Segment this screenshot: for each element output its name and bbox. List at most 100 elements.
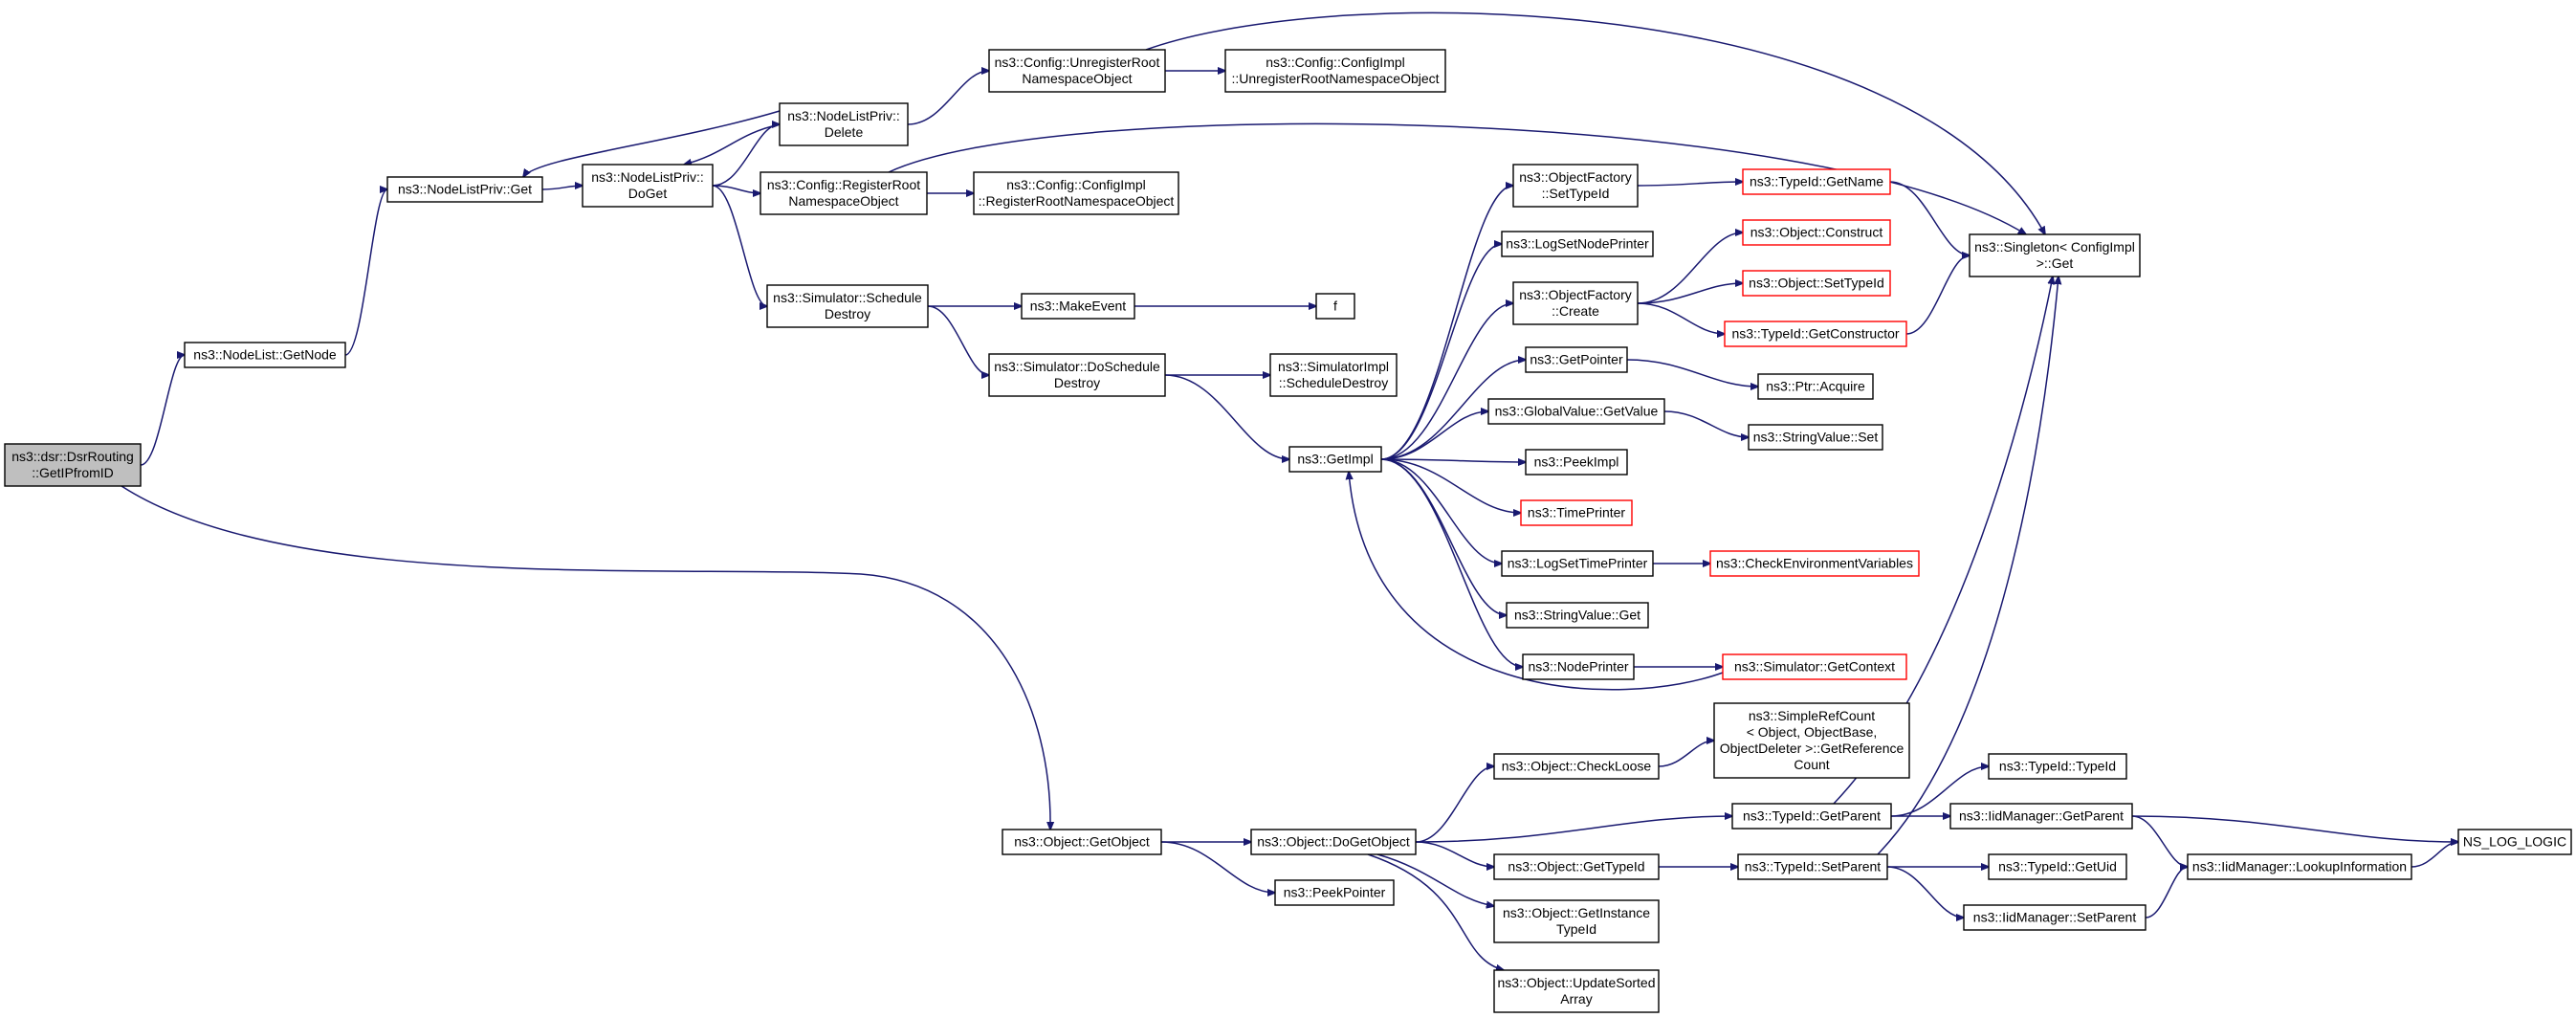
node-getimpl[interactable]: ns3::GetImpl xyxy=(1288,446,1382,473)
edge-tid_setparent-to-iid_setparent xyxy=(1886,866,1964,918)
node-cfgimpl_unreg[interactable]: ns3::Config::ConfigImpl::UnregisterRootN… xyxy=(1224,49,1446,93)
edge-of_settypeid-to-tid_getname xyxy=(1637,182,1743,187)
node-box xyxy=(1487,398,1665,425)
node-f[interactable]: f xyxy=(1315,293,1355,320)
node-sim_sched[interactable]: ns3::Simulator::ScheduleDestroy xyxy=(766,284,929,328)
node-box xyxy=(1250,829,1417,855)
edge-getimpl-to-peekimpl xyxy=(1380,459,1526,462)
node-label: ns3::NodeListPriv:: xyxy=(787,108,900,123)
node-of_create[interactable]: ns3::ObjectFactory::Create xyxy=(1512,281,1639,325)
node-iid_lookup[interactable]: ns3::IidManager::LookupInformation xyxy=(2187,853,2412,880)
nodes-layer: ns3::dsr::DsrRouting::GetIPfromIDns3::No… xyxy=(4,49,2572,1013)
node-cfg_reg[interactable]: ns3::Config::RegisterRootNamespaceObject xyxy=(760,171,928,215)
node-logsettime[interactable]: ns3::LogSetTimePrinter xyxy=(1501,550,1654,577)
node-box xyxy=(1274,879,1395,906)
node-tid_getname[interactable]: ns3::TypeId::GetName xyxy=(1742,168,1891,195)
node-tid_getparent[interactable]: ns3::TypeId::GetParent xyxy=(1731,803,1892,830)
node-label: ns3::Simulator::DoSchedule xyxy=(994,359,1160,374)
node-obj_checkloose[interactable]: ns3::Object::CheckLoose xyxy=(1493,753,1660,780)
node-cfg_unreg[interactable]: ns3::Config::UnregisterRootNamespaceObje… xyxy=(988,49,1166,93)
node-sv_get[interactable]: ns3::StringValue::Get xyxy=(1506,602,1649,629)
node-label: ns3::ObjectFactory xyxy=(1519,169,1632,185)
node-sv_set[interactable]: ns3::StringValue::Set xyxy=(1748,424,1883,451)
edge-cfg_unreg-to-singleton xyxy=(1145,11,2045,234)
edge-nlp_delete-to-nlp_doget xyxy=(684,123,781,165)
node-tid_setparent[interactable]: ns3::TypeId::SetParent xyxy=(1737,853,1888,880)
node-logsetnode[interactable]: ns3::LogSetNodePrinter xyxy=(1501,231,1654,257)
node-label: ns3::NodeList::GetNode xyxy=(193,347,337,363)
node-getpointer[interactable]: ns3::GetPointer xyxy=(1525,346,1628,373)
node-sim_getctx[interactable]: ns3::Simulator::GetContext xyxy=(1722,653,1907,680)
node-nlp_get[interactable]: ns3::NodeListPriv::Get xyxy=(386,176,543,203)
node-simimpl_sched[interactable]: ns3::SimulatorImpl::ScheduleDestroy xyxy=(1269,353,1398,397)
node-nlp_delete[interactable]: ns3::NodeListPriv::Delete xyxy=(779,102,909,146)
node-label: ns3::GetPointer xyxy=(1530,352,1623,367)
node-simplerefcount[interactable]: ns3::SimpleRefCount< Object, ObjectBase,… xyxy=(1713,702,1910,779)
node-ptr_acquire[interactable]: ns3::Ptr::Acquire xyxy=(1757,373,1874,400)
node-label: ns3::Object::Construct xyxy=(1750,225,1883,240)
node-label: ObjectDeleter >::GetReference xyxy=(1720,741,1904,756)
node-tid_getuid[interactable]: ns3::TypeId::GetUid xyxy=(1988,853,2127,880)
node-iid_getparent[interactable]: ns3::IidManager::GetParent xyxy=(1949,803,2133,830)
node-tid_typeid[interactable]: ns3::TypeId::TypeId xyxy=(1988,753,2127,780)
node-singleton[interactable]: ns3::Singleton< ConfigImpl>::Get xyxy=(1969,233,2141,277)
node-obj_construct[interactable]: ns3::Object::Construct xyxy=(1742,219,1891,246)
node-of_settypeid[interactable]: ns3::ObjectFactory::SetTypeId xyxy=(1512,164,1639,208)
edge-nlp_delete-to-cfg_unreg xyxy=(907,71,989,125)
node-label: >::Get xyxy=(2037,255,2074,271)
node-obj_settypeid[interactable]: ns3::Object::SetTypeId xyxy=(1742,270,1891,297)
node-box xyxy=(1002,829,1162,855)
node-label: TypeId xyxy=(1556,921,1596,937)
node-label: ::SetTypeId xyxy=(1542,186,1610,201)
node-label: ns3::IidManager::GetParent xyxy=(1959,808,2124,824)
node-iid_setparent[interactable]: ns3::IidManager::SetParent xyxy=(1963,904,2147,931)
node-timeprinter[interactable]: ns3::TimePrinter xyxy=(1520,499,1633,526)
edge-getimpl-to-logsettime xyxy=(1380,458,1502,564)
node-peekimpl[interactable]: ns3::PeekImpl xyxy=(1525,449,1628,476)
node-nslog[interactable]: NS_LOG_LOGIC xyxy=(2457,829,2572,855)
node-box xyxy=(1501,231,1654,257)
node-box xyxy=(1520,499,1633,526)
node-label: ns3::TimePrinter xyxy=(1528,505,1626,520)
node-peekpointer[interactable]: ns3::PeekPointer xyxy=(1274,879,1395,906)
node-checkenv[interactable]: ns3::CheckEnvironmentVariables xyxy=(1709,550,1920,577)
edge-iid_getparent-to-iid_lookup xyxy=(2131,815,2188,867)
node-box xyxy=(2187,853,2412,880)
node-makeevent[interactable]: ns3::MakeEvent xyxy=(1021,293,1135,320)
node-obj_getobject[interactable]: ns3::Object::GetObject xyxy=(1002,829,1162,855)
node-label: ns3::TypeId::SetParent xyxy=(1745,859,1882,874)
node-nlp_doget[interactable]: ns3::NodeListPriv::DoGet xyxy=(582,164,714,208)
node-box xyxy=(184,342,346,368)
edges-layer xyxy=(121,11,2458,970)
edge-nlp_doget-to-cfg_reg xyxy=(712,185,760,193)
edge-root-to-obj_getobject xyxy=(121,485,1050,830)
node-label: DoGet xyxy=(628,186,668,201)
node-gv_getvalue[interactable]: ns3::GlobalValue::GetValue xyxy=(1487,398,1665,425)
edge-tid_setparent-to-singleton xyxy=(1877,277,2059,855)
node-box xyxy=(1742,219,1891,246)
node-obj_dogetobject[interactable]: ns3::Object::DoGetObject xyxy=(1250,829,1417,855)
node-obj_gettypeid[interactable]: ns3::Object::GetTypeId xyxy=(1493,853,1660,880)
node-box xyxy=(1493,753,1660,780)
node-root[interactable]: ns3::dsr::DsrRouting::GetIPfromID xyxy=(4,443,142,487)
edge-nlp_delete-to-nlp_get xyxy=(523,110,781,177)
edge-obj_checkloose-to-simplerefcount xyxy=(1658,741,1714,767)
node-box xyxy=(1522,653,1635,680)
node-getnode[interactable]: ns3::NodeList::GetNode xyxy=(184,342,346,368)
node-label: ns3::StringValue::Get xyxy=(1514,608,1640,623)
node-label: ns3::ObjectFactory xyxy=(1519,287,1632,302)
node-tid_getctor[interactable]: ns3::TypeId::GetConstructor xyxy=(1724,321,1907,347)
node-label: Count xyxy=(1794,757,1829,772)
node-box xyxy=(1525,346,1628,373)
node-box xyxy=(1493,969,1660,1013)
node-box xyxy=(1988,753,2127,780)
node-label: ns3::StringValue::Set xyxy=(1753,430,1879,445)
node-label: ns3::Singleton< ConfigImpl xyxy=(1974,239,2135,254)
node-box xyxy=(1506,602,1649,629)
node-nodeprinter[interactable]: ns3::NodePrinter xyxy=(1522,653,1635,680)
node-label: ns3::Config::ConfigImpl xyxy=(1006,177,1146,192)
node-cfgimpl_reg[interactable]: ns3::Config::ConfigImpl::RegisterRootNam… xyxy=(973,171,1179,215)
